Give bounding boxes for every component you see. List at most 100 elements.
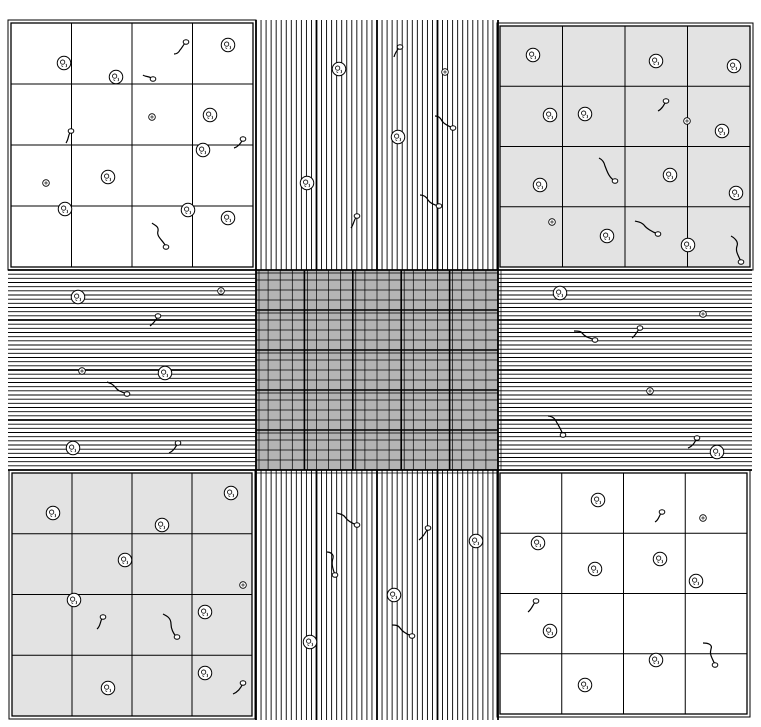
flagellum	[598, 157, 616, 182]
flagellated-cell	[232, 680, 247, 695]
small-cell	[78, 367, 86, 375]
flagellated-cell	[654, 509, 666, 523]
round-cell	[390, 129, 406, 145]
flagellum	[702, 642, 716, 666]
flagellated-cell	[336, 512, 361, 528]
cell-head	[449, 125, 457, 131]
flagellum	[151, 222, 167, 248]
flagellated-cell	[634, 220, 662, 237]
round-cell	[65, 440, 81, 456]
round-cell	[652, 551, 668, 567]
round-cell	[587, 561, 603, 577]
cell-head	[123, 391, 131, 397]
cell-head	[353, 213, 361, 219]
flagellum	[547, 415, 564, 436]
round-cell	[197, 665, 213, 681]
cell-head	[611, 178, 619, 184]
cell-head	[658, 509, 666, 515]
round-cell	[56, 55, 72, 71]
horizontal-strip-left	[8, 269, 256, 471]
cell-head	[182, 39, 190, 45]
round-cell	[223, 485, 239, 501]
round-cell	[577, 677, 593, 693]
round-cell	[331, 61, 347, 77]
cell-head	[173, 634, 181, 640]
flagellated-cell	[233, 136, 247, 149]
flagellated-cell	[106, 381, 131, 397]
cell-head	[636, 325, 644, 331]
round-cell	[45, 505, 61, 521]
round-cell	[662, 167, 678, 183]
round-cell	[726, 58, 742, 74]
vertical-strip-bottom	[255, 470, 499, 720]
flagellated-cell	[687, 435, 701, 449]
cell-head	[654, 231, 662, 237]
flagellum	[173, 41, 187, 55]
cell-head	[149, 76, 157, 82]
round-cell	[157, 365, 173, 381]
round-cell	[220, 37, 236, 53]
round-cell	[57, 201, 73, 217]
cell-head	[239, 680, 247, 686]
flagellum	[434, 115, 454, 129]
cell-head	[408, 633, 416, 639]
corner-square-top-right	[496, 22, 754, 271]
round-cell	[299, 175, 315, 191]
flagellum	[573, 330, 596, 341]
flagellum	[391, 624, 413, 637]
cell-head	[662, 98, 670, 104]
small-cell	[217, 287, 225, 295]
round-cell	[542, 107, 558, 123]
flagellated-cell	[96, 614, 107, 630]
small-cell	[441, 68, 449, 76]
cell-head	[67, 128, 75, 134]
cell-head	[424, 525, 432, 531]
vertical-strip-top	[255, 20, 499, 270]
round-cell	[202, 107, 218, 123]
flagellated-cell	[573, 330, 599, 343]
round-cell	[386, 587, 402, 603]
cell-head	[353, 522, 361, 528]
round-cell	[180, 202, 196, 218]
round-cell	[577, 106, 593, 122]
small-cell	[646, 387, 654, 395]
flagellum	[634, 220, 659, 235]
round-cell	[648, 652, 664, 668]
flagellated-cell	[173, 39, 190, 55]
flagellated-cell	[702, 642, 719, 668]
round-cell	[468, 533, 484, 549]
cell-head	[737, 259, 745, 265]
cell-head	[711, 662, 719, 668]
cell-head	[591, 337, 599, 343]
round-cell	[688, 573, 704, 589]
cell-head	[532, 598, 540, 604]
round-cell	[154, 517, 170, 533]
flagellum	[326, 551, 336, 576]
flagellated-cell	[326, 551, 339, 578]
round-cell	[599, 228, 615, 244]
cell-head	[99, 614, 107, 620]
round-cell	[100, 169, 116, 185]
cell-head	[559, 432, 567, 438]
flagellated-cell	[419, 194, 443, 209]
flagellated-cell	[527, 598, 540, 613]
round-cell	[108, 69, 124, 85]
flagellated-cell	[547, 415, 567, 438]
flagellated-cell	[151, 222, 170, 250]
corner-square-top-left	[7, 19, 257, 271]
small-cell	[699, 310, 707, 318]
round-cell	[714, 123, 730, 139]
flagellated-cell	[65, 128, 75, 144]
flagellated-cell	[142, 74, 157, 82]
flagellum	[336, 512, 358, 526]
flagellated-cell	[350, 213, 361, 229]
flagellated-cell	[657, 98, 670, 112]
round-cell	[552, 285, 568, 301]
round-cell	[197, 604, 213, 620]
round-cell	[117, 552, 133, 568]
round-cell	[302, 634, 318, 650]
cell-head	[693, 435, 701, 441]
round-cell	[220, 210, 236, 226]
small-cell	[148, 113, 156, 121]
round-cell	[530, 535, 546, 551]
